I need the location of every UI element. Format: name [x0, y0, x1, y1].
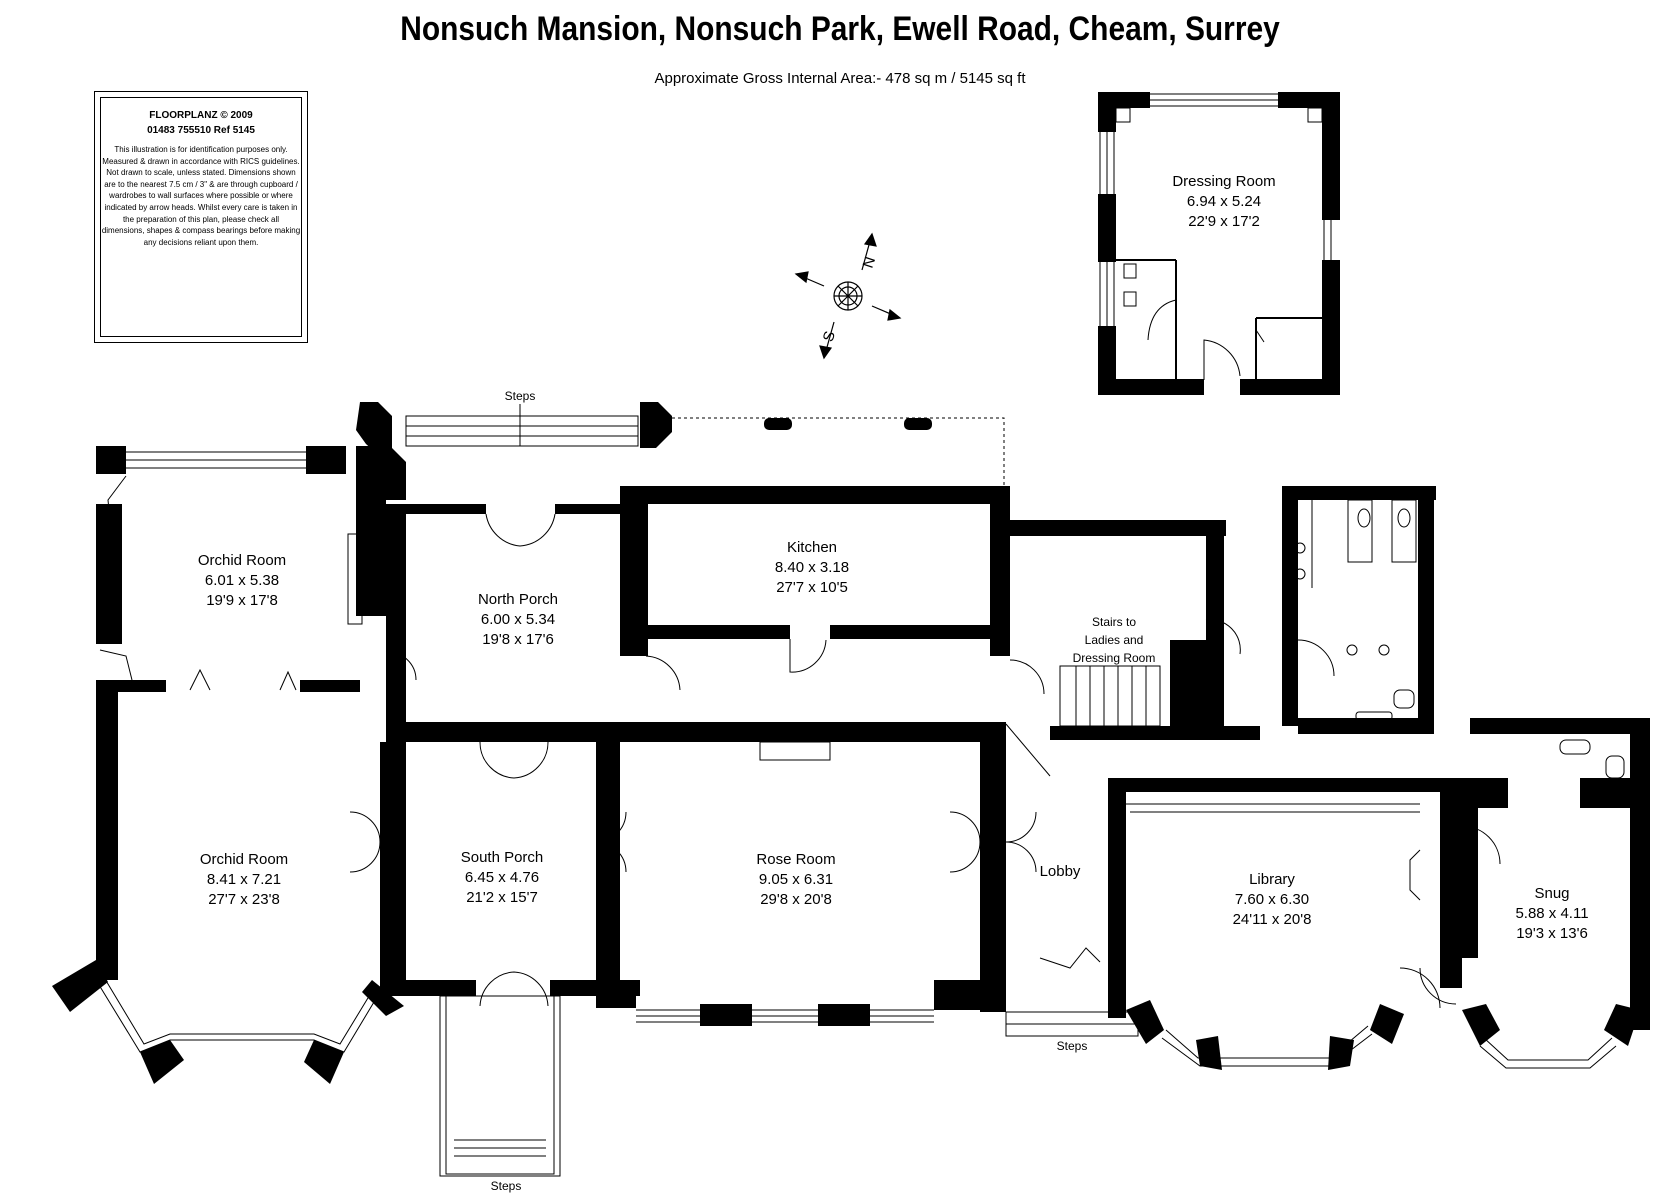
- steps-label-east: Steps: [1057, 1039, 1088, 1053]
- steps-label-south: Steps: [491, 1179, 522, 1193]
- svg-text:Stairs to: Stairs to: [1092, 615, 1136, 629]
- disclaimer-box: FLOORPLANZ © 2009 01483 755510 Ref 5145 …: [94, 91, 308, 343]
- svg-text:Dressing Room: Dressing Room: [1172, 173, 1275, 190]
- svg-text:9.05 x 6.31: 9.05 x 6.31: [759, 871, 833, 888]
- disclaimer-company: FLOORPLANZ © 2009: [149, 110, 253, 121]
- svg-text:7.60 x 6.30: 7.60 x 6.30: [1235, 891, 1309, 908]
- svg-text:Ladies and: Ladies and: [1085, 633, 1144, 647]
- room-label-dressing-room: Dressing Room 6.94 x 5.24 22'9 x 17'2: [1172, 173, 1275, 230]
- svg-text:22'9 x 17'2: 22'9 x 17'2: [1188, 213, 1260, 230]
- disclaimer-reference: 01483 755510 Ref 5145: [147, 125, 255, 136]
- svg-text:8.40 x 3.18: 8.40 x 3.18: [775, 559, 849, 576]
- ground-floor-plan: [52, 402, 1650, 1177]
- svg-text:29'8 x 20'8: 29'8 x 20'8: [760, 891, 832, 908]
- room-label-south-porch: South Porch 6.45 x 4.76 21'2 x 15'7: [461, 849, 544, 906]
- room-label-north-porch: North Porch 6.00 x 5.34 19'8 x 17'6: [478, 591, 558, 648]
- svg-text:South Porch: South Porch: [461, 849, 544, 866]
- svg-text:Kitchen: Kitchen: [787, 539, 837, 556]
- room-label-snug: Snug 5.88 x 4.11 19'3 x 13'6: [1515, 885, 1588, 942]
- room-label-library: Library 7.60 x 6.30 24'11 x 20'8: [1233, 871, 1312, 928]
- svg-text:Orchid Room: Orchid Room: [200, 851, 288, 868]
- room-label-orchid-room-north: Orchid Room 6.01 x 5.38 19'9 x 17'8: [198, 552, 286, 609]
- room-label-rose-room: Rose Room 9.05 x 6.31 29'8 x 20'8: [756, 851, 835, 908]
- svg-text:6.01 x 5.38: 6.01 x 5.38: [205, 572, 279, 589]
- svg-text:Orchid Room: Orchid Room: [198, 552, 286, 569]
- plan-title: Nonsuch Mansion, Nonsuch Park, Ewell Roa…: [400, 10, 1280, 48]
- svg-text:Dressing Room: Dressing Room: [1073, 651, 1156, 665]
- svg-text:8.41 x 7.21: 8.41 x 7.21: [207, 871, 281, 888]
- svg-text:Lobby: Lobby: [1040, 863, 1081, 880]
- room-label-lobby: Lobby: [1040, 863, 1081, 880]
- compass-south-label: S: [820, 329, 839, 344]
- svg-text:21'2 x 15'7: 21'2 x 15'7: [466, 889, 538, 906]
- svg-text:Snug: Snug: [1534, 885, 1569, 902]
- svg-text:24'11 x 20'8: 24'11 x 20'8: [1233, 911, 1312, 928]
- gross-internal-area: Approximate Gross Internal Area:- 478 sq…: [654, 70, 1026, 87]
- svg-text:19'8 x 17'6: 19'8 x 17'6: [482, 631, 554, 648]
- svg-text:5.88 x 4.11: 5.88 x 4.11: [1515, 905, 1588, 922]
- svg-text:Rose Room: Rose Room: [756, 851, 835, 868]
- svg-text:6.45 x 4.76: 6.45 x 4.76: [465, 869, 539, 886]
- room-label-kitchen: Kitchen 8.40 x 3.18 27'7 x 10'5: [775, 539, 849, 596]
- disclaimer-text: This illustration is for identification …: [101, 145, 301, 247]
- room-label-orchid-room-south: Orchid Room 8.41 x 7.21 27'7 x 23'8: [200, 851, 288, 908]
- svg-text:Library: Library: [1249, 871, 1295, 888]
- svg-text:6.94 x 5.24: 6.94 x 5.24: [1187, 193, 1261, 210]
- disclaimer-inner: FLOORPLANZ © 2009 01483 755510 Ref 5145 …: [100, 97, 302, 337]
- svg-text:19'9 x 17'8: 19'9 x 17'8: [206, 592, 278, 609]
- svg-text:North Porch: North Porch: [478, 591, 558, 608]
- svg-text:27'7 x 23'8: 27'7 x 23'8: [208, 891, 280, 908]
- compass-north-label: N: [860, 255, 880, 271]
- compass-rose: [794, 232, 902, 360]
- svg-text:19'3 x 13'6: 19'3 x 13'6: [1516, 925, 1588, 942]
- svg-text:6.00 x 5.34: 6.00 x 5.34: [481, 611, 555, 628]
- steps-label-north: Steps: [505, 389, 536, 403]
- dressing-room-plan: [1098, 92, 1340, 395]
- svg-text:27'7 x 10'5: 27'7 x 10'5: [776, 579, 848, 596]
- stairs-label: Stairs to Ladies and Dressing Room: [1073, 615, 1156, 665]
